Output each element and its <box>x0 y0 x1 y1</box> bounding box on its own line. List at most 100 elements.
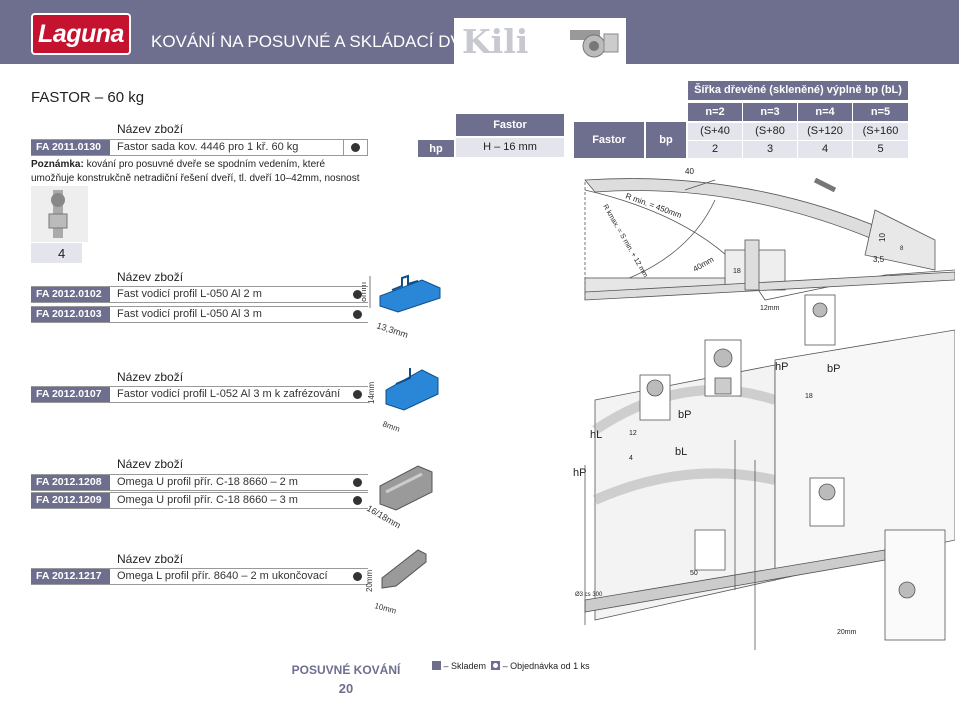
dim-label: 12 <box>629 430 637 437</box>
product-row[interactable]: FA 2012.1217 Omega L profil přír. 8640 –… <box>31 568 368 585</box>
page-header: Laguna KOVÁNÍ NA POSUVNÉ A SKLÁDACÍ DVEŘ… <box>0 0 959 64</box>
brand-name: Kili <box>462 22 529 61</box>
omega-u-profile-image: 16/18mm <box>365 465 433 530</box>
dim-label: 10mm <box>373 601 397 616</box>
val-1: 2 <box>688 141 742 158</box>
dim-label: 12mm <box>760 305 780 312</box>
order-square-icon <box>491 661 501 670</box>
photo-number: 4 <box>31 243 82 263</box>
dim-label: Ø3 cs 300 <box>575 592 603 598</box>
val-3: 4 <box>798 141 852 158</box>
product-desc: Fastor vodicí profil L-052 Al 3 m k zafr… <box>117 388 341 400</box>
legend-order: – Objednávka od 1 ks <box>502 661 590 671</box>
product-desc: Omega U profil přír. C-18 8660 – 2 m <box>117 476 298 488</box>
dim-label: 50 <box>690 570 698 577</box>
dim-label: 3,5 <box>873 255 885 264</box>
hp-label: hp <box>418 140 454 157</box>
technical-drawing: 40 R min. = 450mm R kmax. = S min. + 12 … <box>573 167 955 650</box>
stock-dot-icon <box>351 143 360 152</box>
dim-label: bL <box>675 446 687 458</box>
dim-label: 8 <box>900 246 904 252</box>
product-desc: Fast vodicí profil L-050 Al 3 m <box>117 308 262 320</box>
dim-label: R kmax. = S min. + 12 mm <box>601 204 649 279</box>
dim-label: 8mm <box>381 419 401 434</box>
product-desc: Omega U profil přír. C-18 8660 – 3 m <box>117 494 298 506</box>
n-col-4: n=5 <box>853 103 908 121</box>
omega-l-profile-image: 20mm 10mm <box>365 549 427 616</box>
dim-label: bP <box>827 363 840 375</box>
product-row[interactable]: FA 2012.1208 Omega U profil přír. C-18 8… <box>31 474 368 491</box>
roller-icon <box>570 30 619 58</box>
product-row[interactable]: FA 2012.0102 Fast vodicí profil L-050 Al… <box>31 286 368 303</box>
product-row[interactable]: FA 2011.0130 Fastor sada kov. 4446 pro 1… <box>31 139 368 156</box>
dim-label: bP <box>678 409 691 421</box>
product-desc: Fast vodicí profil L-050 Al 2 m <box>117 288 262 300</box>
val-2: 3 <box>743 141 797 158</box>
stock-dot-icon <box>353 310 362 319</box>
product-code: FA 2012.0107 <box>31 387 110 402</box>
dim-label: 14mm <box>367 381 376 404</box>
name-header: Název zboží <box>117 122 184 136</box>
dim-label: 40mm <box>692 255 716 274</box>
dim-label: 18 <box>805 393 813 400</box>
group2-header: Název zboží <box>117 370 184 384</box>
group4-header: Název zboží <box>117 552 184 566</box>
h-value: H – 16 mm <box>456 138 564 157</box>
dim-label: 40 <box>685 167 694 176</box>
note-label: Poznámka: <box>31 159 84 170</box>
stock-square-icon <box>432 661 441 670</box>
group3-header: Název zboží <box>117 457 184 471</box>
stock-dot-icon <box>353 290 362 299</box>
width-table-title: Šířka dřevěné (skleněné) výplně bp (bL) <box>688 81 908 100</box>
profile-l052-image: 14mm 8mm <box>367 368 439 434</box>
footer-title: POSUVNÉ KOVÁNÍ <box>291 663 401 677</box>
dim-label: 8mm <box>362 282 368 302</box>
val-4: 5 <box>853 141 908 158</box>
dim-label: hL <box>590 429 602 441</box>
dim-label: 20mm <box>365 569 374 592</box>
hardware-photo <box>31 186 88 242</box>
product-row[interactable]: FA 2012.0103 Fast vodicí profil L-050 Al… <box>31 306 368 323</box>
width-bp: bp <box>646 122 686 158</box>
logo-text: Laguna <box>38 20 124 48</box>
stock-dot-icon <box>353 572 362 581</box>
roller-hardware-icon <box>48 190 68 238</box>
legend: – Skladem – Objednávka od 1 ks <box>432 661 590 671</box>
dim-label: hP <box>775 361 788 373</box>
product-code: FA 2012.1208 <box>31 475 110 490</box>
stock-dot-icon <box>353 390 362 399</box>
page-title: KOVÁNÍ NA POSUVNÉ A SKLÁDACÍ DVEŘE <box>151 32 497 51</box>
dim-label: 18 <box>733 268 741 275</box>
section-subtitle: FASTOR – 60 kg <box>31 89 145 106</box>
product-code: FA 2012.1217 <box>31 569 110 584</box>
product-code: FA 2012.0102 <box>31 287 110 302</box>
n-col-1: n=2 <box>688 103 742 121</box>
dim-label: R min. = 450mm <box>624 191 683 220</box>
formula-1: (S+40 mm) <box>688 123 742 154</box>
stock-dot-icon <box>353 496 362 505</box>
dim-label: 4 <box>629 455 633 462</box>
fastor-col-header: Fastor <box>456 114 564 136</box>
formula-4: (S+160 mm) <box>853 123 908 154</box>
formula-2: (S+80 mm) <box>743 123 797 154</box>
product-row[interactable]: FA 2012.0107 Fastor vodicí profil L-052 … <box>31 386 368 403</box>
product-desc: Omega L profil přír. 8640 – 2 m ukončova… <box>117 570 328 582</box>
page-number: 20 <box>338 681 354 696</box>
n-col-3: n=4 <box>798 103 852 121</box>
stock-dot-icon <box>353 478 362 487</box>
dim-label: 20mm <box>837 629 857 636</box>
formula-3: (S+120 mm) <box>798 123 852 154</box>
n-col-2: n=3 <box>743 103 797 121</box>
stock-indicator <box>343 139 368 156</box>
product-code: FA 2011.0130 <box>31 140 110 155</box>
laguna-logo: Laguna <box>31 13 131 55</box>
dim-label: hP <box>573 467 586 479</box>
product-row[interactable]: FA 2012.1209 Omega U profil přír. C-18 8… <box>31 492 368 509</box>
product-code: FA 2012.1209 <box>31 493 110 508</box>
kili-brand-box: Kili <box>454 18 626 64</box>
legend-stock: – Skladem <box>443 661 487 671</box>
profile-l050-image: 8mm 13,3mm <box>362 274 441 338</box>
group1-header: Název zboží <box>117 270 184 284</box>
dim-label: 10 <box>878 233 887 242</box>
width-fastor: Fastor <box>574 122 644 158</box>
